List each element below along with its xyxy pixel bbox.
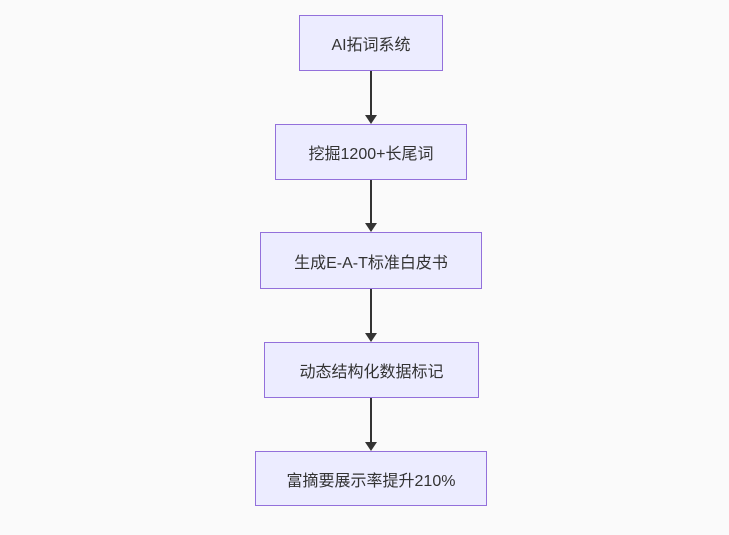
flowchart-edge [365,289,377,342]
node-label: 挖掘1200+长尾词 [308,146,434,163]
arrow-line [370,180,372,223]
arrowhead-down-icon [365,115,377,124]
arrowhead-down-icon [365,442,377,451]
arrow-line [370,289,372,333]
flowchart-node-ai-system: AI拓词系统 [299,15,443,71]
node-label: 生成E-A-T标准白皮书 [294,254,448,272]
flowchart-edge [365,398,377,451]
flowchart-node-longtail-keywords: 挖掘1200+长尾词 [275,124,467,180]
arrow-line [370,71,372,115]
flowchart-edge [365,71,377,124]
node-label: AI拓词系统 [331,37,411,54]
flowchart-node-structured-data: 动态结构化数据标记 [264,342,479,398]
node-label: 富摘要展示率提升210% [286,472,456,490]
flowchart-edge [365,180,377,232]
arrowhead-down-icon [365,223,377,232]
arrow-line [370,398,372,442]
arrowhead-down-icon [365,333,377,342]
flowchart-node-rich-snippet-rate: 富摘要展示率提升210% [255,451,487,506]
node-label: 动态结构化数据标记 [299,364,444,381]
flowchart-node-eat-whitepaper: 生成E-A-T标准白皮书 [260,232,482,289]
